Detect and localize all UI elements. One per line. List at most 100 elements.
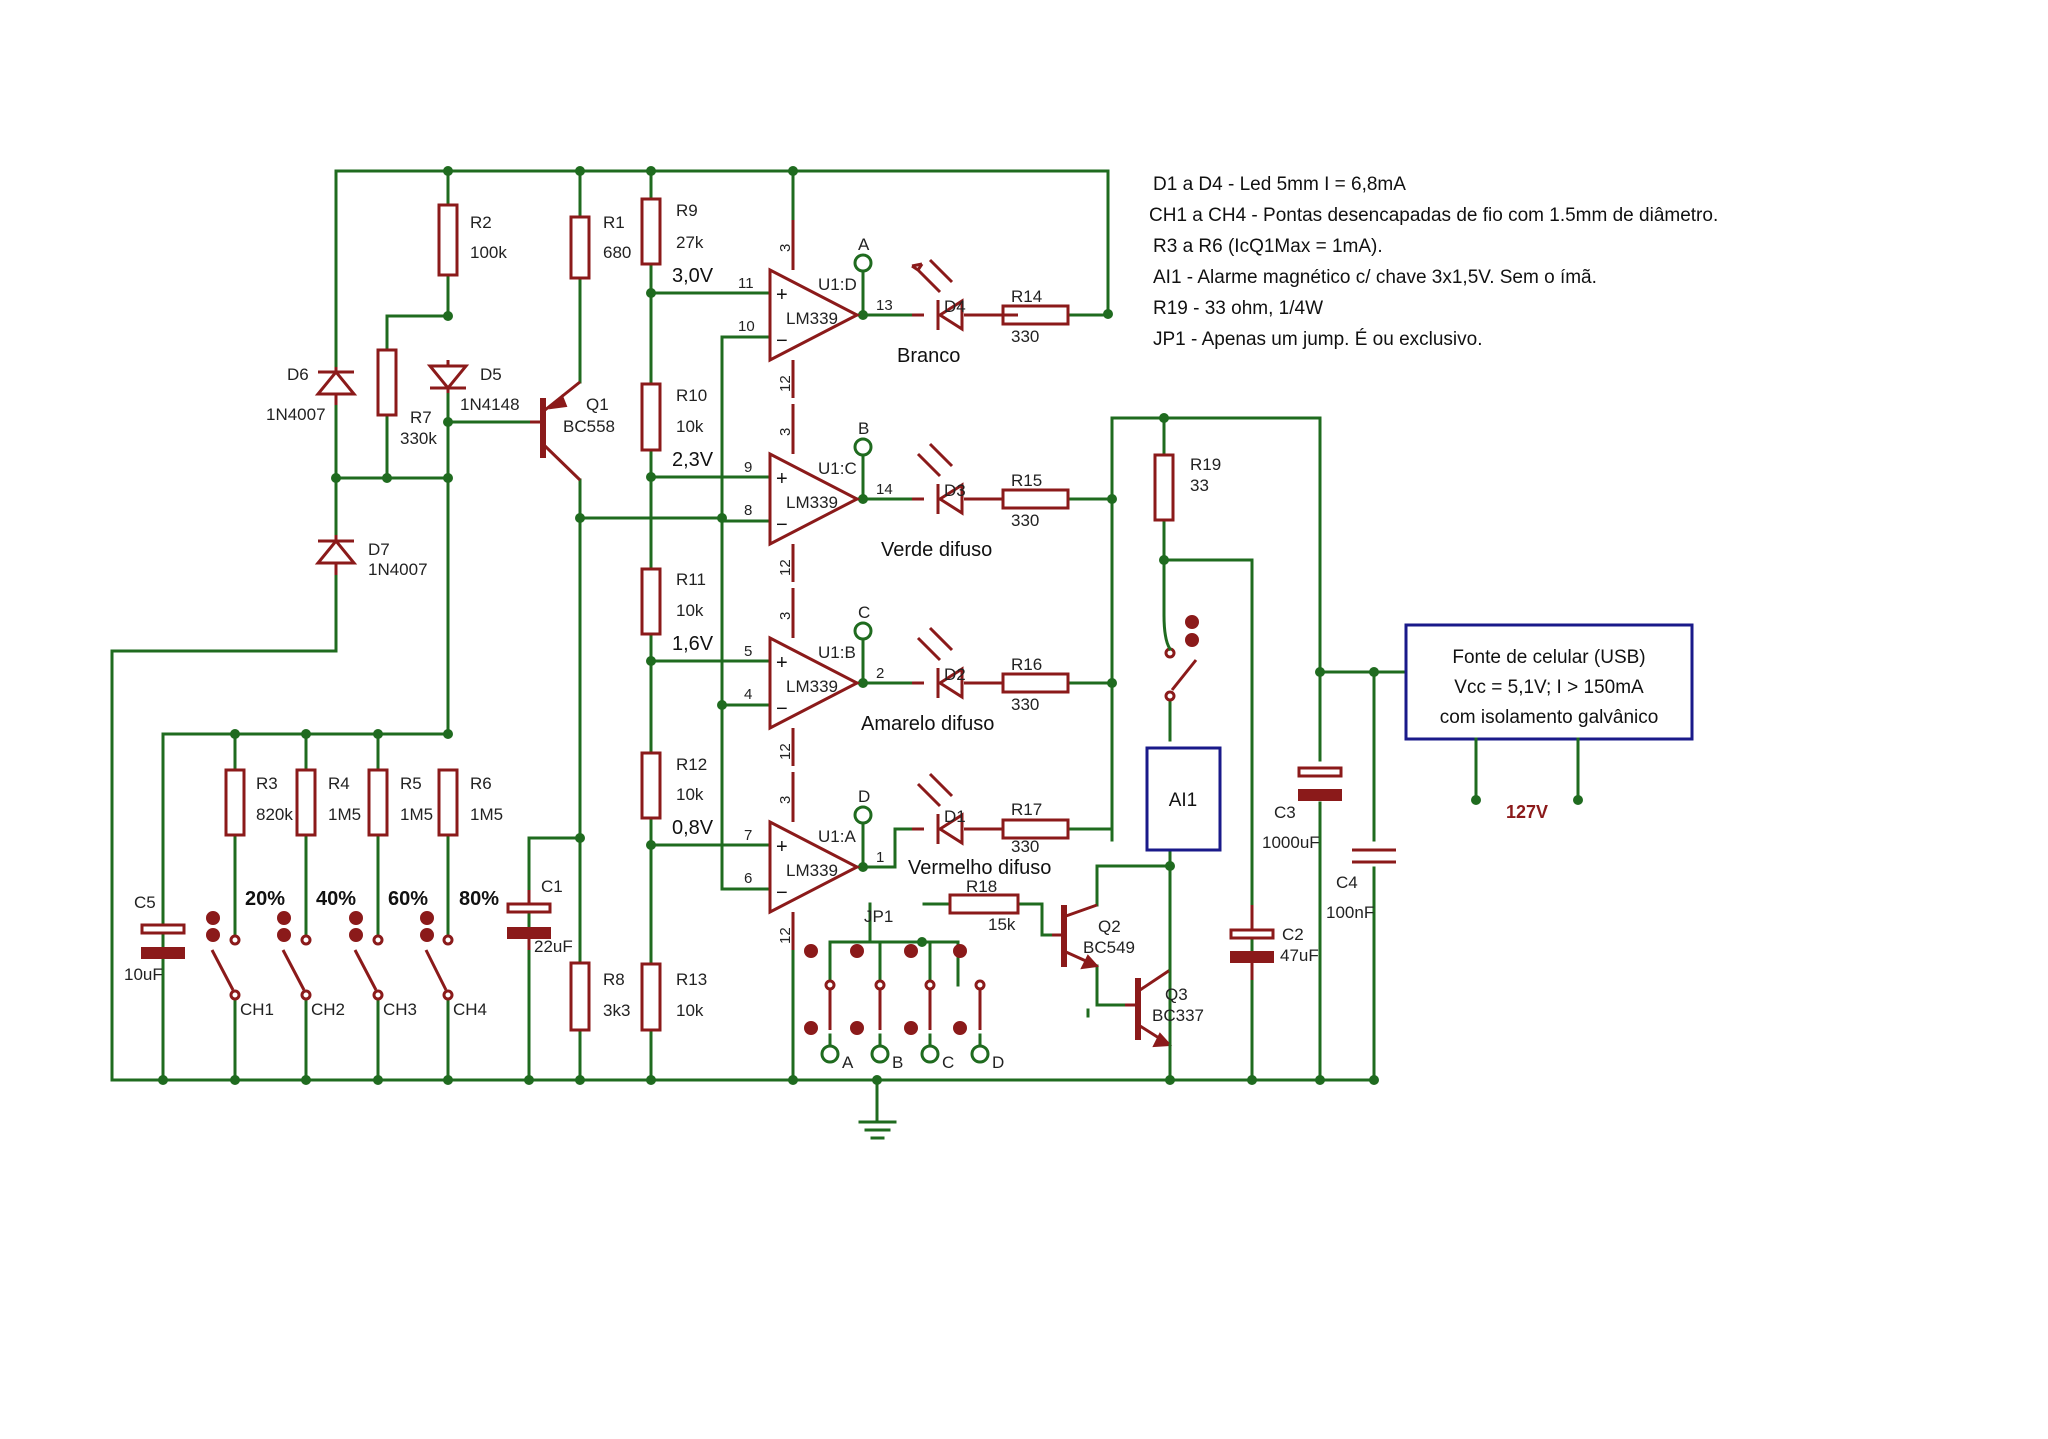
u1b-pin-minus: 4 — [744, 686, 752, 703]
led-arms — [911, 258, 1018, 846]
comparators: + − + − + − + − — [768, 220, 873, 950]
u1c-test-label: B — [858, 419, 869, 438]
resistor-r16 — [1001, 672, 1070, 694]
transistor-q1 — [530, 380, 582, 482]
r11-ref: R11 — [676, 570, 706, 589]
c1-ref: C1 — [541, 877, 563, 896]
voltage-tap-3: 1,6V — [672, 633, 714, 655]
resistor-r18 — [948, 893, 1020, 915]
r2-value: 100k — [470, 243, 507, 262]
transistor-q2 — [1052, 903, 1100, 970]
capacitor-c3 — [1297, 766, 1343, 801]
voltage-tap-2: 2,3V — [672, 449, 714, 471]
ch4-label: CH4 — [453, 1000, 487, 1019]
mains-voltage: 127V — [1506, 802, 1548, 822]
led-d1 — [916, 772, 964, 846]
wires — [110, 169, 1580, 1140]
plus-sign: + — [776, 284, 788, 306]
d5-value: 1N4148 — [460, 395, 520, 414]
d3-ref: D3 — [944, 481, 966, 500]
capacitors — [140, 766, 1396, 980]
q1-ref: Q1 — [586, 395, 609, 414]
r6-value: 1M5 — [470, 805, 503, 824]
u1c-unit: U1:C — [818, 459, 857, 478]
r5-ref: R5 — [400, 774, 422, 793]
q3-value: BC337 — [1152, 1006, 1204, 1025]
level-40: 40% — [316, 888, 356, 910]
resistor-r19 — [1153, 453, 1175, 522]
r3-ref: R3 — [256, 774, 278, 793]
d6-value: 1N4007 — [266, 405, 326, 424]
u1c-pin-vcc: 3 — [777, 428, 794, 436]
jp1-pin-c: C — [942, 1053, 954, 1072]
jp1-pin-d: D — [992, 1053, 1004, 1072]
d1-ref: D1 — [944, 807, 966, 826]
resistor-r7 — [376, 348, 398, 417]
junctions — [158, 166, 1583, 1085]
u1d-pin-out: 13 — [876, 297, 893, 314]
led-d2 — [916, 626, 964, 700]
r16-value: 330 — [1011, 695, 1039, 714]
jp1-pin-a: A — [842, 1053, 854, 1072]
u1d-pin-plus: 11 — [738, 275, 754, 292]
resistor-r15 — [1001, 488, 1070, 510]
jp1-pin-b: B — [892, 1053, 903, 1072]
resistor-r9 — [640, 197, 662, 266]
q2-value: BC549 — [1083, 938, 1135, 957]
comparator-u1b: + − — [768, 588, 861, 766]
note-4: AI1 - Alarme magnético c/ chave 3x1,5V. … — [1153, 267, 1597, 288]
u1c-pin-minus: 8 — [744, 502, 752, 519]
r8-value: 3k3 — [603, 1001, 630, 1020]
switch-ch2 — [277, 911, 312, 1001]
c3-value: 1000uF — [1262, 833, 1320, 852]
comparator-labels: U1:D LM339 11 10 13 3 12 A D4 Branco U1:… — [738, 235, 1051, 944]
r10-value: 10k — [676, 417, 704, 436]
u1c-pin-out: 14 — [876, 481, 893, 498]
c5-value: 10uF — [124, 965, 163, 984]
resistor-r17 — [1001, 818, 1070, 840]
r14-ref: R14 — [1011, 287, 1042, 306]
u1b-pin-gnd: 12 — [777, 743, 794, 760]
u1c-part: LM339 — [786, 493, 838, 512]
u1a-pin-minus: 6 — [744, 870, 752, 887]
c1-value: 22uF — [534, 937, 573, 956]
ch3-label: CH3 — [383, 1000, 417, 1019]
r18-ref: R18 — [966, 877, 997, 896]
r9-ref: R9 — [676, 201, 698, 220]
sensor-switches — [206, 911, 454, 1001]
q3-ref: Q3 — [1165, 985, 1188, 1004]
u1a-unit: U1:A — [818, 827, 856, 846]
level-20: 20% — [245, 888, 285, 910]
led-color-amarelo: Amarelo difuso — [861, 713, 994, 735]
resistor-r1 — [569, 215, 591, 280]
resistor-r10 — [640, 382, 662, 452]
led-color-vermelho: Vermelho difuso — [908, 857, 1051, 879]
plus-sign: + — [776, 468, 788, 490]
u1b-test-label: C — [858, 603, 870, 622]
power-supply-box: Fonte de celular (USB) Vcc = 5,1V; I > 1… — [1404, 623, 1694, 822]
u1a-pin-vcc: 3 — [777, 796, 794, 804]
resistor-r3 — [224, 768, 246, 837]
resistor-r11 — [640, 567, 662, 636]
plus-sign: + — [776, 652, 788, 674]
led-color-branco: Branco — [897, 345, 960, 367]
capacitor-c2 — [1229, 905, 1275, 980]
switch-ch1 — [206, 911, 241, 1001]
u1b-unit: U1:B — [818, 643, 856, 662]
u1a-pin-gnd: 12 — [777, 927, 794, 944]
u1d-pin-minus: 10 — [738, 318, 755, 335]
capacitor-c5 — [140, 923, 186, 959]
resistor-r8 — [569, 961, 591, 1032]
r4-value: 1M5 — [328, 805, 361, 824]
power-box-line2: Vcc = 5,1V; I > 150mA — [1454, 677, 1644, 698]
c4-ref: C4 — [1336, 873, 1358, 892]
minus-sign: − — [776, 882, 788, 904]
level-60: 60% — [388, 888, 428, 910]
u1a-pin-plus: 7 — [744, 827, 752, 844]
diodes — [314, 360, 470, 575]
c2-ref: C2 — [1282, 925, 1304, 944]
r12-value: 10k — [676, 785, 704, 804]
ch2-label: CH2 — [311, 1000, 345, 1019]
resistor-r12 — [640, 751, 662, 820]
comparator-u1d: + − — [768, 220, 861, 398]
